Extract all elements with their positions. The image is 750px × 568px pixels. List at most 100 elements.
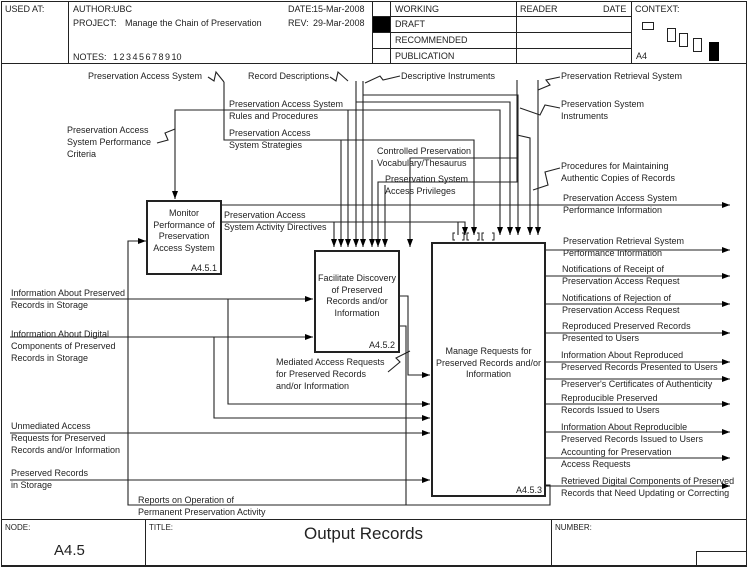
output-label: Preservation Access Request xyxy=(562,305,680,315)
output-label: Preservation Access System xyxy=(563,193,678,203)
output-label: Preserved Records Issued to Users xyxy=(561,434,704,444)
label-unmediated-2: Requests for Preserved xyxy=(11,433,106,443)
label-procedures-2: Authentic Copies of Records xyxy=(561,173,676,183)
notes-label: NOTES: xyxy=(73,52,107,62)
rev-value: 29-Mar-2008 xyxy=(313,18,365,28)
label-privileges-1: Preservation System xyxy=(385,174,469,184)
number-field[interactable] xyxy=(696,551,747,567)
activity-box-a451-label: Monitor Performance of Preservation Acce… xyxy=(153,208,215,253)
arrow-desc-inst-to-a453 xyxy=(363,94,521,235)
output-label: Preservation Access Request xyxy=(562,276,680,286)
context-block xyxy=(631,1,747,64)
label-rules-2: Rules and Procedures xyxy=(229,111,319,121)
activity-box-a451[interactable] xyxy=(146,200,222,275)
label-info-storage-2: Records in Storage xyxy=(11,300,89,310)
author-label: AUTHOR: xyxy=(73,4,114,14)
label-descriptive-instruments: Descriptive Instruments xyxy=(401,71,496,81)
label-preserved-1: Preserved Records xyxy=(11,468,89,478)
label-reports-1: Reports on Operation of xyxy=(138,495,235,505)
footer-number-cell xyxy=(551,519,747,567)
arrow-a452-output-2 xyxy=(400,325,407,505)
output-label: Information About Reproducible xyxy=(561,422,688,432)
output-label: Preservation Retrieval System xyxy=(563,236,685,246)
label-directives-2: System Activity Directives xyxy=(224,222,327,232)
status-working: WORKING xyxy=(395,4,439,14)
output-label: Accounting for Preservation xyxy=(561,447,672,457)
label-system-instruments-2: Instruments xyxy=(561,111,609,121)
title-label: TITLE: xyxy=(149,523,174,532)
output-label: Records that Need Updating or Correcting xyxy=(561,488,730,498)
context-thumbnail-box xyxy=(679,33,688,47)
author-value: UBC xyxy=(113,4,133,14)
arrow-record-desc-to-a453 xyxy=(356,101,513,235)
label-info-digital-2: Components of Preserved xyxy=(11,341,116,351)
date-value: 15-Mar-2008 xyxy=(313,4,365,14)
arrow-mediated-squiggle xyxy=(387,350,411,373)
label-criteria-1: Preservation Access xyxy=(67,125,149,135)
context-thumbnail-box xyxy=(693,38,702,52)
context-thumbnail-box xyxy=(642,22,654,30)
arrow-directives-2 xyxy=(457,221,465,235)
arrow-rules-to-a453 xyxy=(348,109,503,235)
label-system-instruments-1: Preservation System xyxy=(561,99,645,109)
activity-box-a452[interactable] xyxy=(314,250,400,353)
diagram-title: Output Records xyxy=(304,524,424,543)
arrow-mediated xyxy=(400,295,430,378)
label-criteria-3: Criteria xyxy=(67,149,97,159)
project-value: Manage the Chain of Preservation xyxy=(125,18,262,28)
activity-box-a453-label: Manage Requests for Preserved Records an… xyxy=(435,346,542,379)
arrow-system-instruments-squiggle xyxy=(519,104,561,116)
label-unmediated-1: Unmediated Access xyxy=(11,421,91,431)
label-info-storage-1: Information About Preserved xyxy=(11,288,126,298)
arrow-directives-to-a453 xyxy=(334,221,468,235)
label-mediated-1: Mediated Access Requests xyxy=(276,357,385,367)
label-info-digital-1: Information About Digital xyxy=(11,329,110,339)
output-label: Preserver's Certificates of Authenticity xyxy=(561,379,713,389)
arrow-pas-control xyxy=(172,82,225,199)
arrow-system-instruments-2 xyxy=(375,158,518,247)
label-directives-1: Preservation Access xyxy=(224,210,306,220)
arrow-info-storage-to-a453 xyxy=(227,299,430,407)
used-at-label: USED AT: xyxy=(5,4,45,14)
output-label: Notifications of Receipt of xyxy=(562,264,665,274)
label-strategies-1: Preservation Access xyxy=(229,128,311,138)
activity-box-a453[interactable] xyxy=(431,242,546,497)
arrow-retrieval-squiggle xyxy=(537,76,561,91)
output-label: Records Issued to Users xyxy=(561,405,660,415)
rev-label: REV: xyxy=(288,18,309,28)
label-record-descriptions: Record Descriptions xyxy=(248,71,330,81)
label-vocab-2: Vocabulary/Thesaurus xyxy=(377,158,467,168)
label-procedures-1: Procedures for Maintaining xyxy=(561,161,669,171)
activity-box-a453-id: A4.5.3 xyxy=(516,485,543,495)
arrow-desc-inst-squiggle xyxy=(364,75,401,84)
arrow-strategies-to-a453 xyxy=(341,139,477,235)
context-label: CONTEXT: xyxy=(635,4,680,14)
label-vocab-1: Controlled Preservation xyxy=(377,146,472,156)
arrow-procedures-squiggle xyxy=(532,167,561,191)
output-label: Presented to Users xyxy=(562,333,640,343)
node-value: A4.5 xyxy=(54,542,85,559)
label-unmediated-3: Records and/or Information xyxy=(11,445,121,455)
label-mediated-3: and/or Information xyxy=(276,381,350,391)
activity-box-a451-id: A4.5.1 xyxy=(191,263,218,273)
status-publication: PUBLICATION xyxy=(395,51,455,61)
output-label: Reproducible Preserved xyxy=(561,393,658,403)
label-retrieval-system: Preservation Retrieval System xyxy=(561,71,683,81)
label-reports-2: Permanent Preservation Activity xyxy=(138,507,266,517)
date-label: DATE: xyxy=(288,4,314,14)
label-pas: Preservation Access System xyxy=(88,71,203,81)
reader-date-label: DATE xyxy=(603,4,627,14)
output-label: Retrieved Digital Components of Preserve… xyxy=(561,476,735,486)
label-mediated-2: for Preserved Records xyxy=(276,369,367,379)
output-label: Performance Information xyxy=(563,248,663,258)
label-preserved-2: in Storage xyxy=(11,480,53,490)
notes-value: 1 2 3 4 5 6 7 8 9 10 xyxy=(113,52,182,62)
arrow-pas-squiggle xyxy=(207,70,225,83)
arrow-procedures xyxy=(516,134,533,235)
node-label: NODE: xyxy=(5,523,31,532)
project-label: PROJECT: xyxy=(73,18,117,28)
status-recommended: RECOMMENDED xyxy=(395,35,468,45)
arrow-info-digital-to-a453 xyxy=(213,337,430,421)
output-label: Notifications of Rejection of xyxy=(562,293,672,303)
context-node: A4 xyxy=(636,51,648,61)
